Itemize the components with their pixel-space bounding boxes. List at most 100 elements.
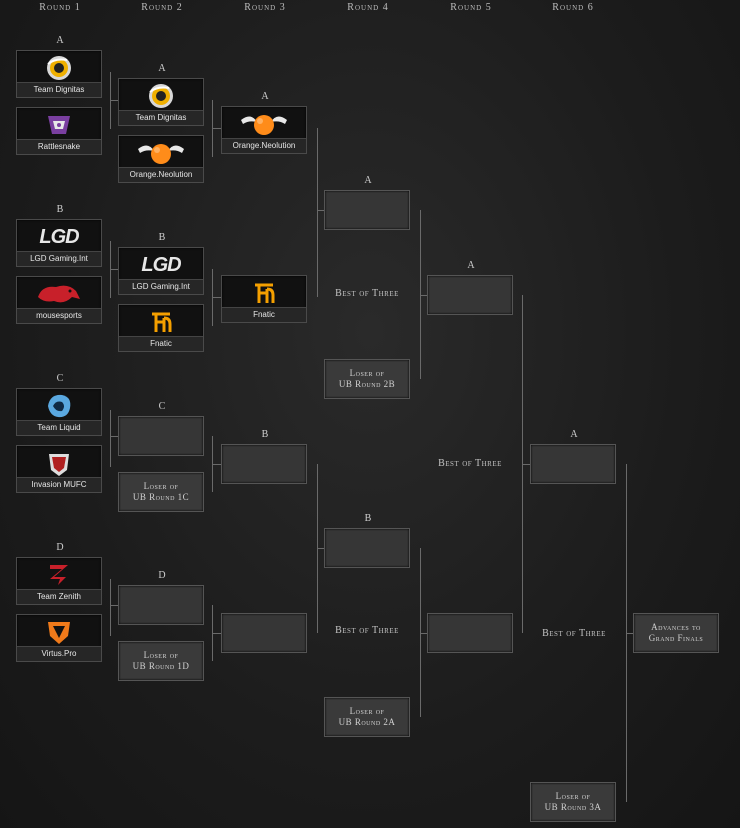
zenith-logo-icon [17, 560, 101, 590]
loser-slot-ub2a[interactable]: Loser of UB Round 2A [324, 697, 410, 737]
group-label-r1-b: B [56, 204, 64, 215]
bracket-connector [110, 100, 118, 101]
best-of-three-label: Best of Three [335, 625, 399, 636]
loser-slot-ub1c[interactable]: Loser of UB Round 1C [118, 472, 204, 512]
bracket-connector [317, 548, 324, 549]
match-slot-empty[interactable] [221, 444, 307, 484]
round-3-label: Round 3 [244, 2, 286, 13]
match-slot-dignitas-r1[interactable]: Team Dignitas [16, 50, 102, 98]
loser-slot-ub1d[interactable]: Loser of UB Round 1D [118, 641, 204, 681]
bracket-connector [420, 633, 427, 634]
bracket-connector [626, 633, 633, 634]
bracket-connector [110, 579, 111, 636]
round-4-label: Round 4 [347, 2, 389, 13]
orange-logo-icon [119, 138, 203, 168]
team-name: Team Zenith [17, 589, 101, 604]
match-slot-fnatic-r2[interactable]: Fnatic [118, 304, 204, 352]
loser-slot-ub2b[interactable]: Loser of UB Round 2B [324, 359, 410, 399]
round-2-label: Round 2 [141, 2, 183, 13]
match-slot-zenith-r1[interactable]: Team Zenith [16, 557, 102, 605]
match-slot-empty[interactable] [427, 275, 513, 315]
invasion-logo-icon [17, 448, 101, 478]
group-label-r3-a: A [261, 91, 269, 102]
bracket-connector [110, 269, 118, 270]
group-label-r4-a: A [364, 175, 372, 186]
bracket-connector [212, 128, 221, 129]
group-label-r2-d: D [158, 570, 166, 581]
best-of-three-label: Best of Three [335, 288, 399, 299]
rattlesnake-logo-icon [17, 110, 101, 140]
dignitas-logo-icon [17, 53, 101, 83]
match-slot-virtuspro-r1[interactable]: Virtus.Pro [16, 614, 102, 662]
lgd-logo-icon: LGD [39, 225, 79, 248]
group-label-r2-a: A [158, 63, 166, 74]
round-6-label: Round 6 [552, 2, 594, 13]
match-slot-dignitas-r2[interactable]: Team Dignitas [118, 78, 204, 126]
team-name: LGD Gaming.Int [17, 251, 101, 266]
group-label-r1-a: A [56, 35, 64, 46]
orange-logo-icon [222, 109, 306, 139]
team-name: Team Liquid [17, 420, 101, 435]
group-label-r6-a: A [570, 429, 578, 440]
fnatic-logo-icon [119, 307, 203, 337]
match-slot-empty[interactable] [324, 190, 410, 230]
team-name: Orange.Neolution [222, 138, 306, 153]
match-slot-orange-r3[interactable]: Orange.Neolution [221, 106, 307, 154]
team-name: mousesports [17, 308, 101, 323]
group-label-r1-c: C [56, 373, 64, 384]
liquid-logo-icon [17, 391, 101, 421]
group-label-r3-b: B [261, 429, 269, 440]
bracket-connector [522, 464, 530, 465]
match-slot-empty[interactable] [530, 444, 616, 484]
bracket-connector [110, 410, 111, 467]
group-label-r2-c: C [158, 401, 166, 412]
bracket-connector [212, 633, 221, 634]
match-slot-fnatic-r3[interactable]: Fnatic [221, 275, 307, 323]
team-name: Team Dignitas [17, 82, 101, 97]
bracket-connector [420, 548, 421, 717]
loser-slot-ub3a[interactable]: Loser of UB Round 3A [530, 782, 616, 822]
bracket-connector [420, 210, 421, 379]
fnatic-logo-icon [222, 278, 306, 308]
team-name: Orange.Neolution [119, 167, 203, 182]
bracket-connector [317, 128, 318, 297]
match-slot-orange-r2[interactable]: Orange.Neolution [118, 135, 204, 183]
match-slot-lgd-r2[interactable]: LGD LGD Gaming.Int [118, 247, 204, 295]
mousesports-logo-icon [17, 279, 101, 309]
bracket-connector [110, 436, 118, 437]
match-slot-empty[interactable] [221, 613, 307, 653]
bracket-connector [212, 297, 221, 298]
group-label-r4-b: B [364, 513, 372, 524]
team-name: Team Dignitas [119, 110, 203, 125]
best-of-three-label: Best of Three [438, 458, 502, 469]
match-slot-invasion-r1[interactable]: Invasion MUFC [16, 445, 102, 493]
advances-grand-finals-slot[interactable]: Advances to Grand Finals [633, 613, 719, 653]
team-name: Fnatic [119, 336, 203, 351]
bracket-connector [212, 464, 221, 465]
round-5-label: Round 5 [450, 2, 492, 13]
match-slot-lgd-r1[interactable]: LGD LGD Gaming.Int [16, 219, 102, 267]
dignitas-logo-icon [119, 81, 203, 111]
bracket-connector [420, 295, 427, 296]
group-label-r1-d: D [56, 542, 64, 553]
match-slot-empty[interactable] [324, 528, 410, 568]
group-label-r5-a: A [467, 260, 475, 271]
team-name: Invasion MUFC [17, 477, 101, 492]
match-slot-mousesports-r1[interactable]: mousesports [16, 276, 102, 324]
group-label-r2-b: B [158, 232, 166, 243]
bracket-connector [110, 605, 118, 606]
match-slot-empty[interactable] [427, 613, 513, 653]
team-name: LGD Gaming.Int [119, 279, 203, 294]
team-name: Virtus.Pro [17, 646, 101, 661]
match-slot-liquid-r1[interactable]: Team Liquid [16, 388, 102, 436]
match-slot-empty[interactable] [118, 585, 204, 625]
round-1-label: Round 1 [39, 2, 81, 13]
team-name: Fnatic [222, 307, 306, 322]
bracket-connector [317, 210, 324, 211]
virtuspro-logo-icon [17, 617, 101, 647]
best-of-three-label: Best of Three [542, 628, 606, 639]
lgd-logo-icon: LGD [141, 253, 181, 276]
team-name: Rattlesnake [17, 139, 101, 154]
match-slot-rattlesnake-r1[interactable]: Rattlesnake [16, 107, 102, 155]
match-slot-empty[interactable] [118, 416, 204, 456]
